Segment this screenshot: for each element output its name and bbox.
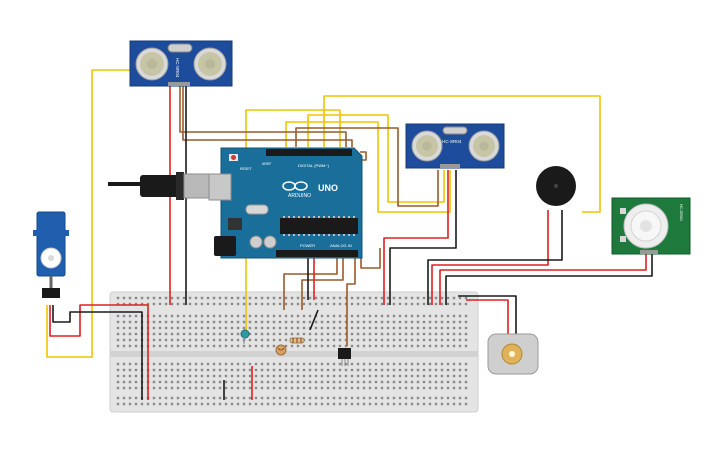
- wire-red: [439, 254, 647, 305]
- wire-red: [431, 210, 549, 305]
- wire-yellow: [307, 114, 445, 203]
- wire-brown: [295, 127, 439, 207]
- wire-brown: [182, 86, 353, 147]
- wire-red: [383, 170, 449, 305]
- analog-header-label: ANALOG IN: [330, 243, 352, 248]
- sensor-left-label: HC-SR04: [175, 58, 180, 78]
- wire-yellow: [323, 95, 601, 213]
- servo-motor: [33, 211, 69, 298]
- pir-motion-sensor: HC-SR501: [611, 197, 691, 255]
- ultrasonic-sensor-left: HC-SR04: [129, 40, 233, 87]
- chip-pins: [283, 216, 355, 236]
- breadboard-components: [240, 329, 351, 366]
- arduino-model: UNO: [318, 183, 338, 193]
- wire-black: [427, 210, 563, 305]
- reset-label: RESET: [240, 167, 253, 171]
- wire-black: [458, 295, 517, 335]
- wire-red: [49, 304, 149, 400]
- wire-brown: [360, 151, 367, 161]
- aref-label: AREF: [262, 162, 271, 166]
- wire-brown: [301, 258, 344, 310]
- arduino-uno-board: ARDUINO UNO DIGITAL (PWM~) POWER ANALOG …: [208, 147, 363, 259]
- breadboard-holes: [116, 296, 468, 406]
- wire-yellow: [285, 121, 451, 213]
- arduino-brand: ARDUINO: [288, 193, 311, 199]
- digital-header-label: DIGITAL (PWM~): [298, 163, 330, 168]
- wire-brown: [346, 258, 356, 346]
- wire-brown: [179, 86, 347, 147]
- dc-motor: [487, 333, 539, 375]
- wire-black: [389, 170, 457, 305]
- breadboard: [109, 291, 479, 413]
- piezo-buzzer: [536, 166, 576, 206]
- wire-black: [445, 254, 653, 305]
- ultrasonic-sensor-right: HC-SR04: [405, 123, 505, 169]
- sensor-right-label: HC-SR04: [442, 139, 462, 144]
- wire-black: [309, 309, 319, 331]
- usb-cable: [108, 172, 215, 200]
- wire-black: [52, 305, 143, 400]
- power-header-label: POWER: [300, 243, 315, 248]
- wire-brown: [360, 248, 381, 269]
- pir-label: HC-SR501: [679, 204, 683, 221]
- wire-brown: [283, 258, 338, 310]
- wire-red: [466, 299, 509, 335]
